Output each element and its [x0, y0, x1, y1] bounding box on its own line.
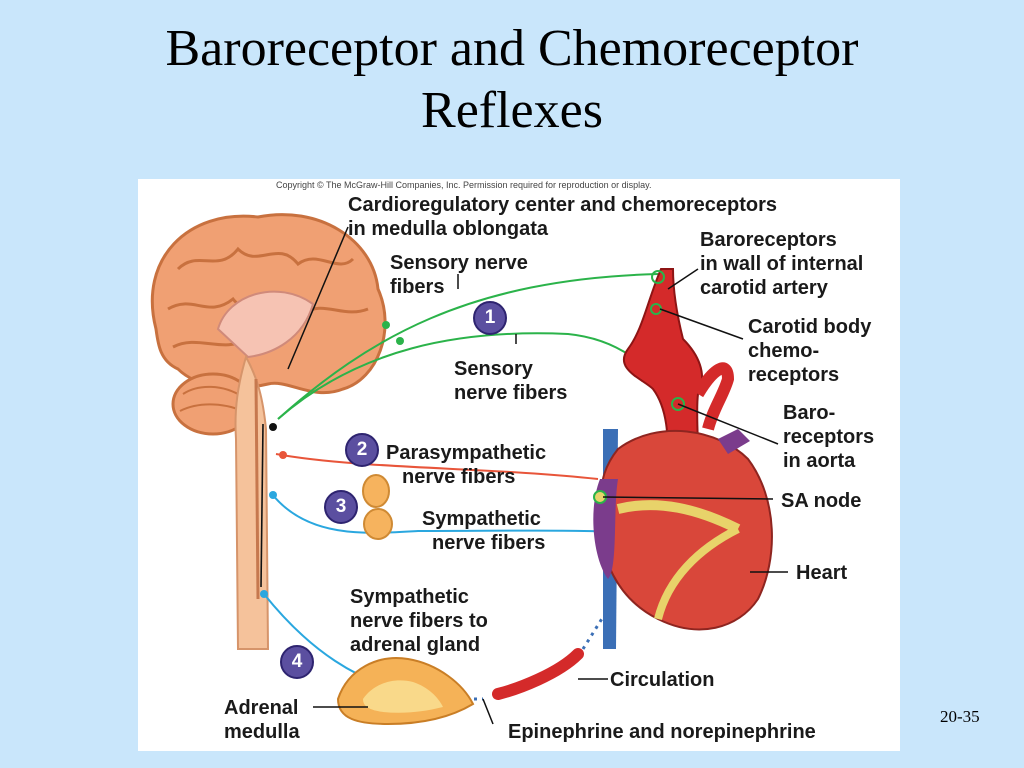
label-cardioregulatory-center: Cardioregulatory center and chemorecepto…: [348, 194, 778, 240]
label-sympathetic-adrenal: Sympathetic nerve fibers to adrenal glan…: [350, 586, 488, 656]
slide-title-line-2: Reflexes: [421, 82, 603, 139]
diagram-artwork: [150, 213, 788, 726]
label-sensory-nerve-upper: Sensory nerve fibers: [390, 252, 528, 298]
brain-illustration: [150, 213, 387, 650]
step-badge-4: 4: [280, 645, 314, 679]
parasympathetic-nerve: [275, 453, 599, 480]
label-baroreceptors-aorta: Baro- receptors in aorta: [783, 402, 875, 472]
label-baroreceptors-carotid: Baroreceptors in wall of internal caroti…: [700, 229, 864, 299]
heart-illustration: [593, 429, 773, 649]
step-badge-2: 2: [345, 433, 379, 467]
copyright-notice: Copyright © The McGraw-Hill Companies, I…: [276, 180, 652, 190]
label-epinephrine-norepinephrine: Epinephrine and norepinephrine: [508, 721, 816, 743]
label-carotid-body-chemoreceptors: Carotid body chemo- receptors: [748, 316, 872, 386]
label-sa-node: SA node: [781, 490, 862, 512]
slide-title: Baroreceptor and Chemoreceptor Reflexes: [0, 18, 1024, 142]
slide-page-number: 20-35: [940, 707, 980, 726]
step-badge-1: 1: [473, 301, 507, 335]
step-badge-3: 3: [324, 490, 358, 524]
label-sensory-nerve-lower: Sensory nerve fibers: [454, 358, 568, 404]
label-sympathetic-nerve: Sympathetic nerve fibers: [422, 508, 546, 554]
label-heart: Heart: [796, 562, 848, 584]
reflex-diagram: Copyright © The McGraw-Hill Companies, I…: [138, 179, 900, 751]
label-circulation: Circulation: [610, 669, 715, 691]
slide-title-line-1: Baroreceptor and Chemoreceptor: [165, 20, 859, 77]
label-adrenal-medulla: Adrenal medulla: [224, 697, 300, 743]
label-parasympathetic-nerve: Parasympathetic nerve fibers: [386, 442, 547, 488]
sympathetic-ganglion: [362, 474, 393, 540]
adrenal-gland-illustration: [336, 657, 475, 726]
sensory-nerve-upper: [277, 273, 659, 420]
leader-lines: [287, 226, 788, 725]
